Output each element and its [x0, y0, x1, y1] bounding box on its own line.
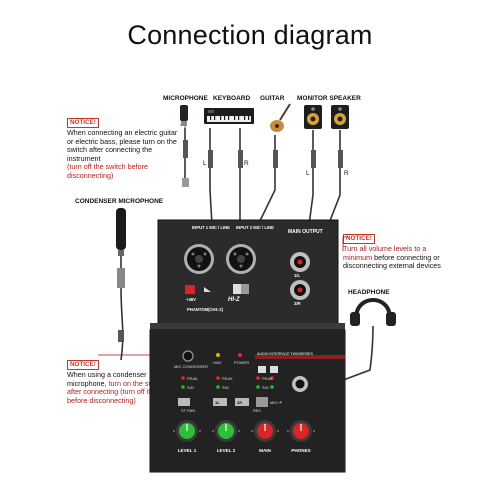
- phones-label: PHONES: [291, 448, 311, 453]
- input2-jack: [226, 244, 256, 274]
- led-power-label: POWER: [234, 360, 250, 365]
- rec-label: REC: [253, 408, 262, 413]
- brand-strip-label: AUDIO INTERFACE TWINSERIES: [257, 352, 313, 356]
- input1-jack: [184, 244, 214, 274]
- peak-sig-leds: [181, 376, 274, 389]
- condenser-microphone-label: CONDENSER MICROPHONE: [75, 198, 164, 205]
- hiz-label: HI-Z: [228, 297, 240, 303]
- led-48v: [216, 353, 220, 357]
- notice-condenser-text: When using a condenser microphone,: [67, 370, 147, 388]
- guitar-label: GUITAR: [260, 95, 285, 102]
- mic-condenser-jack: [182, 350, 194, 362]
- peak-label: PEAK: [222, 376, 233, 381]
- guitar-cable: [257, 135, 276, 226]
- mic-hp-label: MIC+P: [270, 400, 283, 405]
- cable-channel-r: R: [244, 160, 249, 167]
- led-power: [238, 353, 242, 357]
- headphone-icon: [305, 298, 396, 386]
- notice-volume-text: before connecting or disconnecting exter…: [343, 252, 441, 271]
- keyboard-cable-left: [209, 128, 213, 226]
- notice-tag: NOTICE!: [67, 118, 99, 128]
- brand-strip: [255, 355, 345, 359]
- mic-condenser-label: MIC CONDENSER: [174, 364, 209, 369]
- st-pan-switch: [178, 398, 190, 406]
- guitar-icon: [270, 103, 291, 132]
- input2-label: INPUT 2 MIC / LINE: [236, 225, 274, 230]
- microphone-label: MICROPHONE: [163, 95, 208, 102]
- phantom-switch: [185, 285, 195, 294]
- input1-label: INPUT 1 MIC / LINE: [192, 225, 230, 230]
- phones-knob: [290, 420, 312, 442]
- switch-2r-label: 2R: [237, 400, 243, 405]
- main-output-r-jack: [290, 280, 310, 300]
- notice-tag: NOTICE!: [67, 360, 99, 370]
- notice-condenser: NOTICE! When using a condenser microphon…: [67, 360, 179, 405]
- main-output-l-jack: [290, 252, 310, 272]
- microphone-icon: [180, 105, 188, 126]
- notice-guitar: NOTICE! When connecting an electric guit…: [67, 118, 185, 181]
- notice-volume-pointer: [342, 236, 348, 251]
- notice-volume: NOTICE! Turn all volume levels to a mini…: [343, 234, 453, 271]
- out-l-label: 1/L: [294, 273, 301, 278]
- page-title: Connection diagram: [127, 20, 373, 50]
- level1-knob: [176, 420, 198, 442]
- condenser-microphone-icon: [116, 208, 126, 361]
- notice-guitar-text: When connecting an electric guitar or el…: [67, 128, 178, 163]
- phantom-48v-label: +48V: [186, 297, 196, 302]
- notice-condenser-warning1: turn on the switch after connecting: [67, 378, 165, 397]
- notice-tag: NOTICE!: [343, 234, 375, 244]
- peak-label: PEAK: [187, 376, 198, 381]
- notice-condenser-warning2: (turn off the switch before disconnectin…: [67, 387, 179, 405]
- notice-guitar-warning: (turn off the switch before disconnectin…: [67, 162, 148, 180]
- xlr-plug: [182, 178, 189, 187]
- keyboard-label: KEYBOARD: [213, 95, 251, 102]
- monitor-speaker-icon: [304, 105, 349, 129]
- sig-label: SIG: [262, 385, 269, 390]
- keyboard-icon: [204, 108, 254, 124]
- monitor-speaker-label: MONITOR SPEAKER: [297, 95, 361, 102]
- peak-label: PEAK: [262, 376, 273, 381]
- main-knob: [254, 420, 276, 442]
- headphone-label: HEADPHONE: [348, 289, 390, 296]
- cable-channel-l: L: [306, 170, 310, 177]
- cable-channel-r: R: [344, 170, 349, 177]
- rec-switch: [256, 397, 268, 407]
- notice-volume-warning: Turn all volume levels to a minimum: [343, 244, 427, 262]
- phantom-label: PHANTOM(CH1-2): [187, 307, 223, 312]
- switch-1l-label: 1L: [215, 400, 220, 405]
- led-48v-label: +48V: [212, 360, 222, 365]
- level2-knob: [215, 420, 237, 442]
- sig-label: SIG: [222, 385, 229, 390]
- out-r-label: 2/R: [294, 301, 301, 306]
- level1-label: LEVEL 1: [177, 448, 197, 453]
- st-pan-label: ST PAN: [181, 408, 196, 413]
- sig-label: SIG: [187, 385, 194, 390]
- main-label: MAIN: [259, 448, 271, 453]
- main-output-label: MAIN OUTPUT: [288, 229, 323, 235]
- level2-label: LEVEL 2: [216, 448, 236, 453]
- cable-channel-l: L: [203, 160, 207, 167]
